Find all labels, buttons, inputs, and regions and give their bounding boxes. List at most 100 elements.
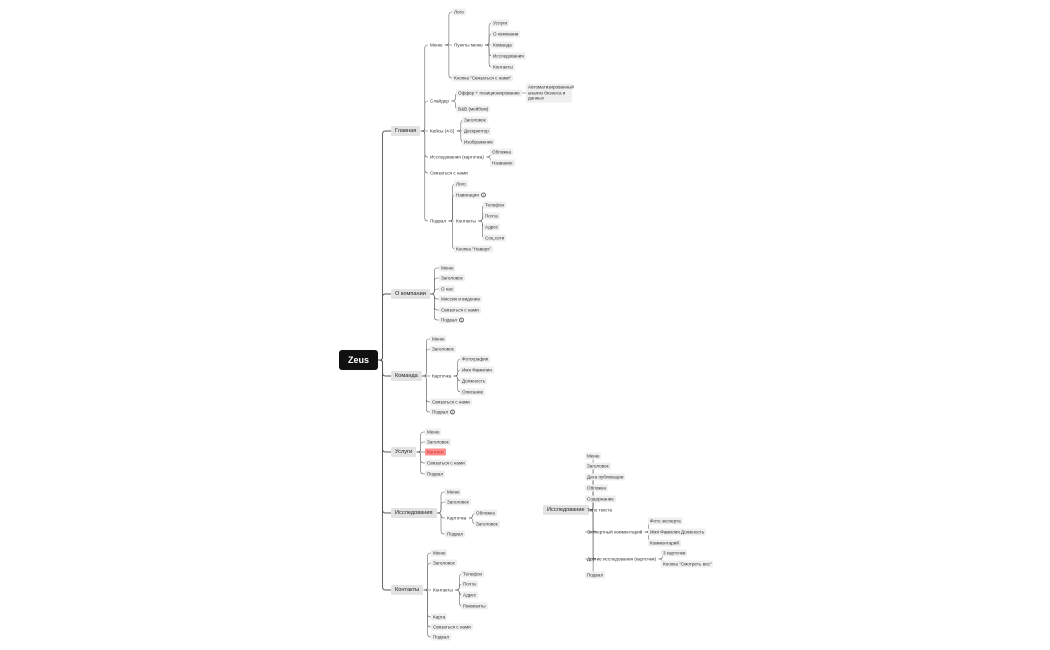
- main-menu-logo[interactable]: Лого: [452, 8, 466, 16]
- research-page-footer[interactable]: Подвал: [585, 571, 606, 579]
- about-mission[interactable]: Миссия и видение: [439, 295, 483, 303]
- footer-mail[interactable]: Почта: [483, 212, 500, 220]
- contacts-phone[interactable]: Телефон: [461, 570, 485, 578]
- research-page-date[interactable]: Дата публикации: [585, 473, 626, 481]
- case-descriptor[interactable]: Дескриптор: [462, 127, 491, 135]
- research-card[interactable]: Карточка: [447, 515, 467, 521]
- footer-contacts[interactable]: Контакты: [456, 218, 476, 224]
- case-image[interactable]: Изображение: [462, 138, 495, 146]
- connector-line: [378, 359, 391, 377]
- main-research-cards[interactable]: Исследования (карточка): [430, 154, 484, 160]
- about-contact[interactable]: Связаться с нами: [439, 306, 481, 314]
- team-photo[interactable]: Фотография: [460, 355, 491, 363]
- menu-item-services[interactable]: Услуги: [491, 19, 510, 27]
- case-title[interactable]: Заголовок: [462, 116, 488, 124]
- services-contact[interactable]: Связаться с нами: [425, 459, 467, 467]
- research-page-expert[interactable]: Экспертный комментарий: [587, 529, 643, 535]
- contacts-requisites[interactable]: Реквизиты: [461, 602, 488, 610]
- services-footer[interactable]: Подвал: [425, 470, 446, 478]
- research-card-title[interactable]: Заголовок: [474, 520, 500, 528]
- research-card-name[interactable]: Название: [490, 159, 515, 167]
- connector-line: [422, 338, 430, 377]
- contacts-footer[interactable]: Подвал: [431, 633, 452, 641]
- collapsed-badge-icon[interactable]: 1: [450, 409, 455, 415]
- team-title[interactable]: Заголовок: [430, 345, 456, 353]
- research-page-cover[interactable]: Обложка: [585, 484, 608, 492]
- research-page-other[interactable]: Другие исследования (карточки): [587, 556, 656, 562]
- menu-item-about[interactable]: О компании: [491, 30, 521, 38]
- team-card[interactable]: Карточка: [432, 373, 452, 379]
- menu-item-contacts[interactable]: Контакты: [491, 63, 515, 71]
- section-main[interactable]: Главная: [391, 126, 421, 136]
- section-contacts[interactable]: Контакты: [391, 585, 424, 595]
- connector-line: [444, 11, 452, 46]
- team-name[interactable]: Имя Фамилия: [460, 366, 494, 374]
- team-footer[interactable]: Подвал: [430, 408, 451, 416]
- research-footer[interactable]: Подвал: [445, 530, 466, 538]
- team-position[interactable]: Должность: [460, 377, 488, 385]
- services-title[interactable]: Заголовок: [425, 438, 451, 446]
- main-contact-button-node[interactable]: Кнопка "Связаться с нами": [452, 74, 514, 82]
- research-title[interactable]: Заголовок: [445, 498, 471, 506]
- collapsed-badge-icon[interactable]: 1: [459, 317, 464, 323]
- section-research[interactable]: Исследования: [391, 508, 437, 518]
- services-highlighted-node[interactable]: Контент: [425, 448, 447, 456]
- about-footer[interactable]: Подвал: [439, 316, 460, 324]
- main-menu-items[interactable]: Пункты меню: [454, 42, 483, 48]
- connector-line: [416, 441, 425, 453]
- connector-line: [430, 293, 439, 321]
- services-menu[interactable]: Меню: [425, 428, 442, 436]
- collapsed-badge-icon[interactable]: +: [481, 192, 486, 198]
- slider-auto-analysis[interactable]: Автоматизированный анализ бизнеса и данн…: [526, 83, 574, 103]
- footer-navigation[interactable]: Навигация: [454, 191, 481, 199]
- main-slider[interactable]: Слайдер: [430, 98, 449, 104]
- contacts-contact[interactable]: Связаться с нами: [431, 623, 473, 631]
- section-services[interactable]: Услуги: [391, 447, 417, 457]
- expert-photo[interactable]: Фото эксперта: [648, 517, 683, 525]
- team-description[interactable]: Описание: [460, 388, 486, 396]
- team-menu[interactable]: Меню: [430, 335, 447, 343]
- team-contact[interactable]: Связаться с нами: [430, 398, 472, 406]
- about-menu[interactable]: Меню: [439, 264, 456, 272]
- slider-offer[interactable]: Оффер + позиционирование: [456, 89, 522, 97]
- footer-address[interactable]: Адрес: [483, 223, 501, 231]
- connector-line: [430, 277, 439, 295]
- menu-item-research[interactable]: Исследования: [491, 52, 526, 60]
- expert-comment[interactable]: Комментарий: [648, 539, 681, 547]
- about-us[interactable]: О нас: [439, 285, 456, 293]
- connector-line: [437, 491, 445, 514]
- menu-item-team[interactable]: Команда: [491, 41, 514, 49]
- contacts-menu[interactable]: Меню: [431, 549, 448, 557]
- contacts-contacts[interactable]: Контакты: [433, 587, 453, 593]
- section-about[interactable]: О компании: [391, 289, 430, 299]
- main-contact-us[interactable]: Связаться с нами: [430, 170, 468, 176]
- main-menu[interactable]: Меню: [430, 42, 443, 48]
- main-footer[interactable]: Подвал: [430, 218, 447, 224]
- research-menu[interactable]: Меню: [445, 488, 462, 496]
- footer-phone[interactable]: Телефон: [483, 201, 507, 209]
- contacts-title[interactable]: Заголовок: [431, 559, 457, 567]
- footer-social[interactable]: Соц.сети: [483, 234, 507, 242]
- research-page-menu[interactable]: Меню: [585, 452, 602, 460]
- footer-logo[interactable]: Лого: [454, 180, 468, 188]
- root-node[interactable]: Zeus: [339, 350, 379, 370]
- research-page-body[interactable]: Тело текста: [587, 507, 613, 513]
- contacts-address[interactable]: Адрес: [461, 591, 479, 599]
- research-page-title[interactable]: Заголовок: [585, 462, 611, 470]
- contacts-map[interactable]: Карта: [431, 613, 448, 621]
- expert-name[interactable]: Имя Фамилия Должность: [648, 528, 707, 536]
- section-research-page[interactable]: Исследование: [543, 505, 589, 515]
- research-page-contents[interactable]: Содержание: [585, 495, 616, 503]
- other-three-cards[interactable]: 3 карточки: [661, 549, 688, 557]
- about-title[interactable]: Заголовок: [439, 274, 465, 282]
- slider-b2b[interactable]: B&B (мейбом): [456, 105, 491, 113]
- footer-top-button[interactable]: Кнопка "Наверх": [454, 245, 494, 253]
- other-see-all-button[interactable]: Кнопка "Смотреть все": [661, 560, 714, 568]
- research-card-cover[interactable]: Обложка: [474, 509, 497, 517]
- connector-line: [444, 44, 452, 79]
- main-cases[interactable]: Кейсы (4-5): [430, 128, 455, 134]
- research-card-cover[interactable]: Обложка: [490, 148, 513, 156]
- contacts-mail[interactable]: Почта: [461, 580, 478, 588]
- section-team[interactable]: Команда: [391, 371, 422, 381]
